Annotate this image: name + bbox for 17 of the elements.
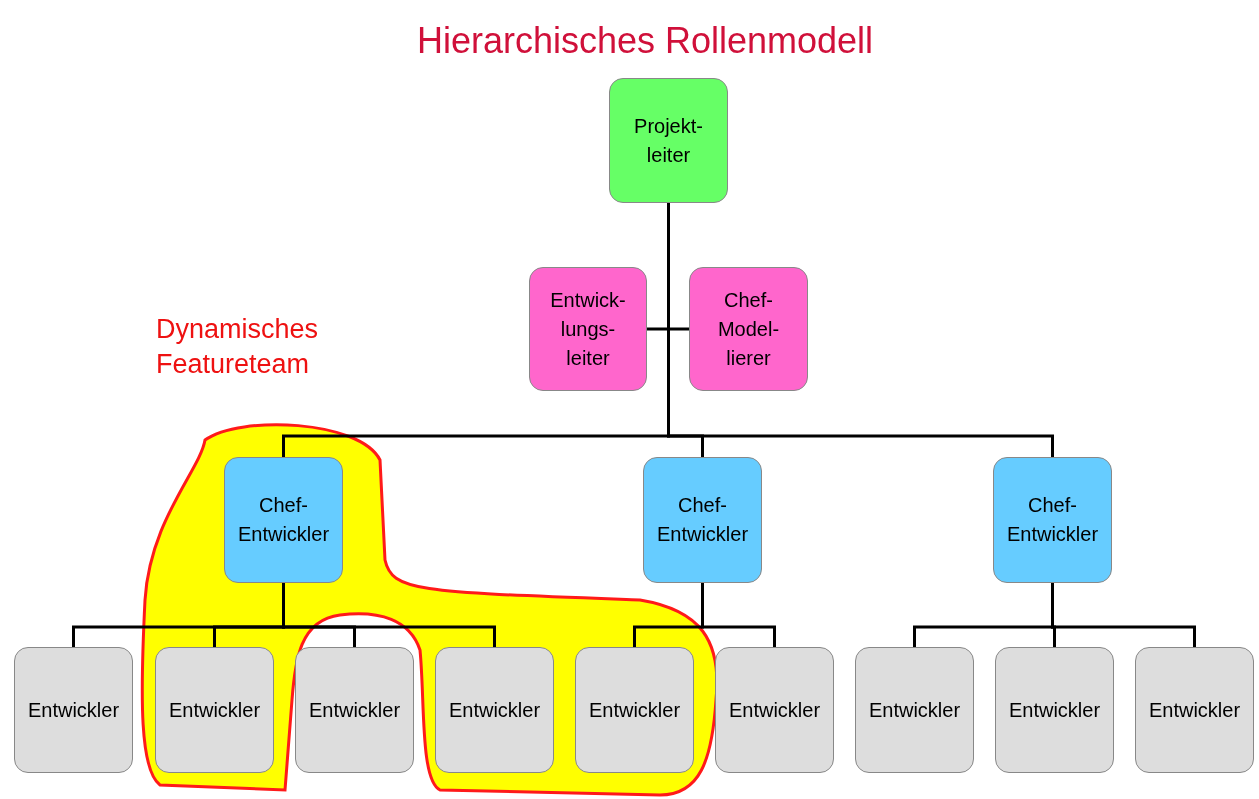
role-box: Chef- Entwickler bbox=[993, 457, 1112, 583]
role-box: Entwickler bbox=[155, 647, 274, 773]
role-box: Entwickler bbox=[575, 647, 694, 773]
role-box: Projekt- leiter bbox=[609, 78, 728, 203]
role-box: Entwickler bbox=[715, 647, 834, 773]
role-box: Entwickler bbox=[1135, 647, 1254, 773]
role-box: Entwickler bbox=[295, 647, 414, 773]
role-box: Entwickler bbox=[995, 647, 1114, 773]
role-box: Chef- Entwickler bbox=[643, 457, 762, 583]
role-box: Entwickler bbox=[435, 647, 554, 773]
role-box: Chef- Model- lierer bbox=[689, 267, 808, 391]
role-box: Entwick- lungs- leiter bbox=[529, 267, 647, 391]
group-label: Dynamisches Featureteam bbox=[156, 313, 320, 381]
title: Hierarchisches Rollenmodell bbox=[415, 19, 875, 63]
role-box: Entwickler bbox=[855, 647, 974, 773]
role-box: Entwickler bbox=[14, 647, 133, 773]
role-box: Chef- Entwickler bbox=[224, 457, 343, 583]
